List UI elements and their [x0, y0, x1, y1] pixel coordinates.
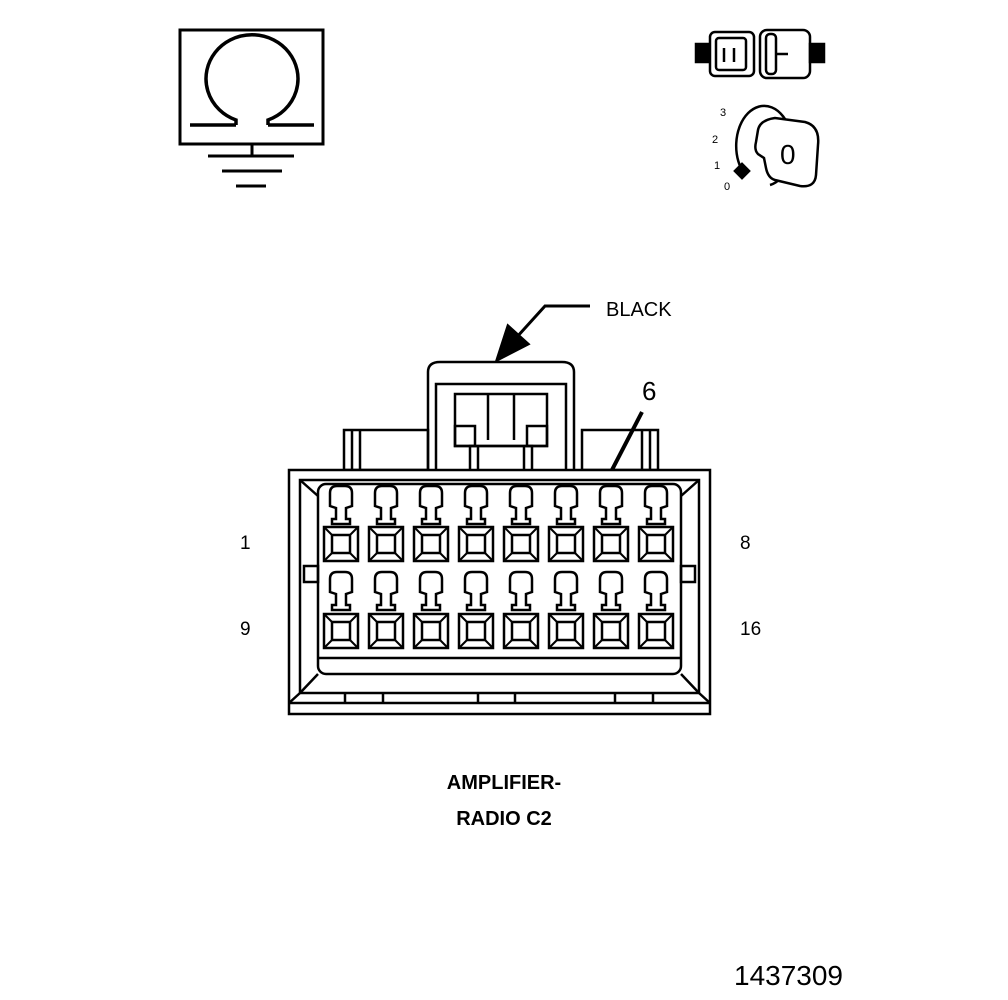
cavity-13 — [502, 570, 540, 650]
cavity-15 — [592, 570, 630, 650]
connector-caption-line2: RADIO C2 — [456, 808, 552, 830]
key-pos-0: 0 — [724, 181, 730, 193]
cavity-callout-number: 6 — [642, 376, 656, 406]
cavity-12 — [457, 570, 495, 650]
connector-caption-line1: AMPLIFIER- — [446, 772, 562, 794]
cavity-10 — [367, 570, 405, 650]
black-callout-leader — [494, 304, 590, 364]
cavity-7 — [592, 484, 630, 563]
pin-label-1: 1 — [240, 533, 251, 554]
cavity-5 — [502, 484, 540, 563]
ohmmeter-ground-icon — [178, 28, 325, 188]
key-pos-3: 3 — [720, 107, 726, 119]
key-label: 0 — [780, 139, 796, 170]
color-label: BLACK — [606, 299, 672, 321]
pin-label-9: 9 — [240, 619, 251, 640]
pin-label-8: 8 — [740, 533, 751, 554]
connector-disconnect-icon — [694, 28, 826, 80]
cavity-2 — [367, 484, 405, 563]
key-pos-1: 1 — [714, 160, 720, 172]
connector-body — [287, 360, 712, 716]
cavity-6 — [547, 484, 585, 563]
cavity-4 — [457, 484, 495, 563]
cavity-11 — [412, 570, 450, 650]
key-pos-2: 2 — [712, 134, 718, 146]
pin-label-16: 16 — [740, 619, 762, 640]
figure-id: 1437309 — [734, 960, 844, 991]
cavity-14 — [547, 570, 585, 650]
cavity-8 — [637, 484, 675, 563]
ignition-key-icon — [733, 104, 820, 188]
connector-cavities — [322, 484, 675, 650]
cavity-1 — [322, 484, 360, 563]
cavity-9 — [322, 570, 360, 650]
cavity-16 — [637, 570, 675, 650]
cavity-3 — [412, 484, 450, 563]
